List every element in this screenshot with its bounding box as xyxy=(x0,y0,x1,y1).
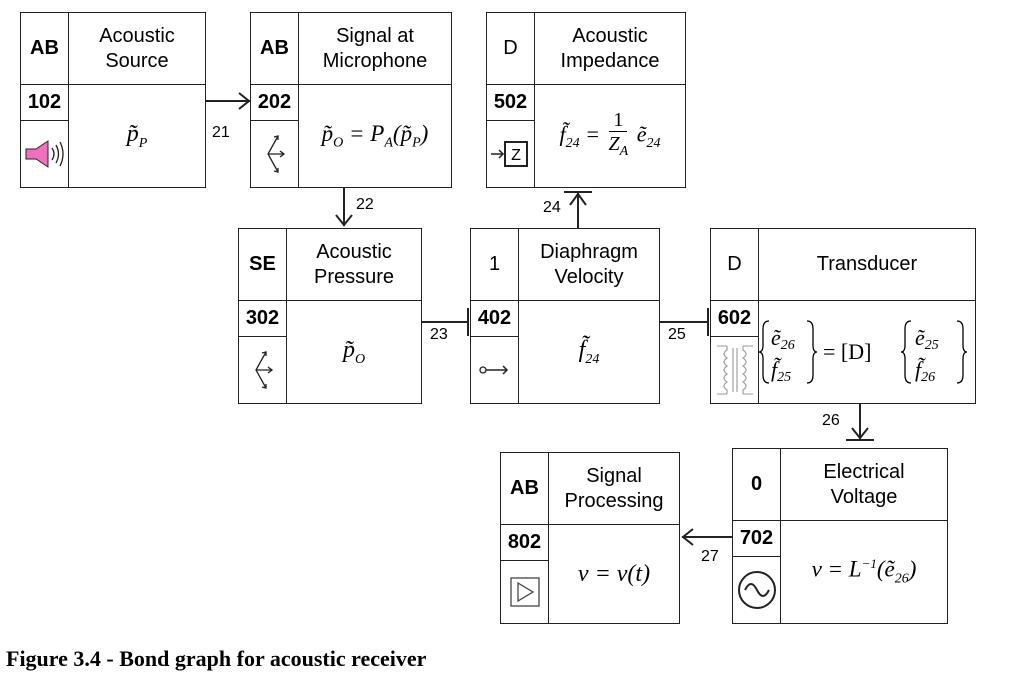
block-transducer: D Transducer 602 ẽ26 f̃25 = [D] ẽ25 f̃26 xyxy=(710,228,976,404)
block-variable: p̃P xyxy=(126,120,148,151)
branch-icon xyxy=(251,121,299,187)
block-id: 302 xyxy=(239,301,287,337)
bond-21-arrowhead xyxy=(238,92,251,110)
block-type: SE xyxy=(239,229,287,301)
svg-text:f̃26: f̃26 xyxy=(915,357,935,385)
bond-26-arrowhead xyxy=(851,427,869,440)
block-id: 602 xyxy=(711,301,759,337)
block-id: 502 xyxy=(487,85,535,121)
svg-text:= [D]: = [D] xyxy=(823,339,871,364)
block-equation: p̃O = PA(p̃P) xyxy=(321,120,429,151)
bond-27-arrowhead xyxy=(681,528,694,546)
bond-label-26: 26 xyxy=(822,412,840,429)
bond-label-23: 23 xyxy=(430,326,448,343)
bond-label-22: 22 xyxy=(356,196,374,213)
svg-text:f̃25: f̃25 xyxy=(771,357,791,385)
bond-24-arrowhead xyxy=(569,192,587,206)
block-type: 1 xyxy=(471,229,519,301)
branch-icon xyxy=(239,337,287,403)
bond-label-27: 27 xyxy=(701,548,719,565)
bond-22-arrowhead xyxy=(335,214,353,227)
bond-label-25: 25 xyxy=(668,326,686,343)
block-id: 202 xyxy=(251,85,299,121)
block-equation: v = v(t) xyxy=(577,560,651,587)
block-type: AB xyxy=(21,13,69,85)
block-id: 802 xyxy=(501,525,549,561)
block-type: D xyxy=(487,13,535,85)
speaker-icon xyxy=(21,121,69,187)
block-equation: ẽ26 f̃25 = [D] ẽ25 f̃26 xyxy=(759,301,975,403)
block-type: AB xyxy=(251,13,299,85)
block-type: 0 xyxy=(733,449,781,521)
svg-text:ẽ25: ẽ25 xyxy=(915,325,939,353)
svg-text:ẽ26: ẽ26 xyxy=(771,325,795,353)
block-id: 402 xyxy=(471,301,519,337)
block-variable: p̃O xyxy=(342,336,366,367)
impedance-icon: Z xyxy=(487,121,535,187)
block-equation: v = L−1(ẽ26) xyxy=(811,556,917,587)
block-id: 102 xyxy=(21,85,69,121)
amplifier-icon xyxy=(501,561,549,623)
svg-text:Z: Z xyxy=(511,147,521,164)
velocity-icon xyxy=(471,337,519,403)
transformer-icon xyxy=(711,337,759,403)
ac-source-icon xyxy=(733,557,781,623)
block-id: 702 xyxy=(733,521,781,557)
bond-label-21: 21 xyxy=(212,124,230,141)
block-type: AB xyxy=(501,453,549,525)
bond-label-24: 24 xyxy=(543,199,561,216)
figure-caption: Figure 3.4 - Bond graph for acoustic rec… xyxy=(6,646,427,671)
block-title: Transducer xyxy=(759,229,975,301)
block-type: D xyxy=(711,229,759,301)
block-variable: f̃24 xyxy=(578,336,600,367)
